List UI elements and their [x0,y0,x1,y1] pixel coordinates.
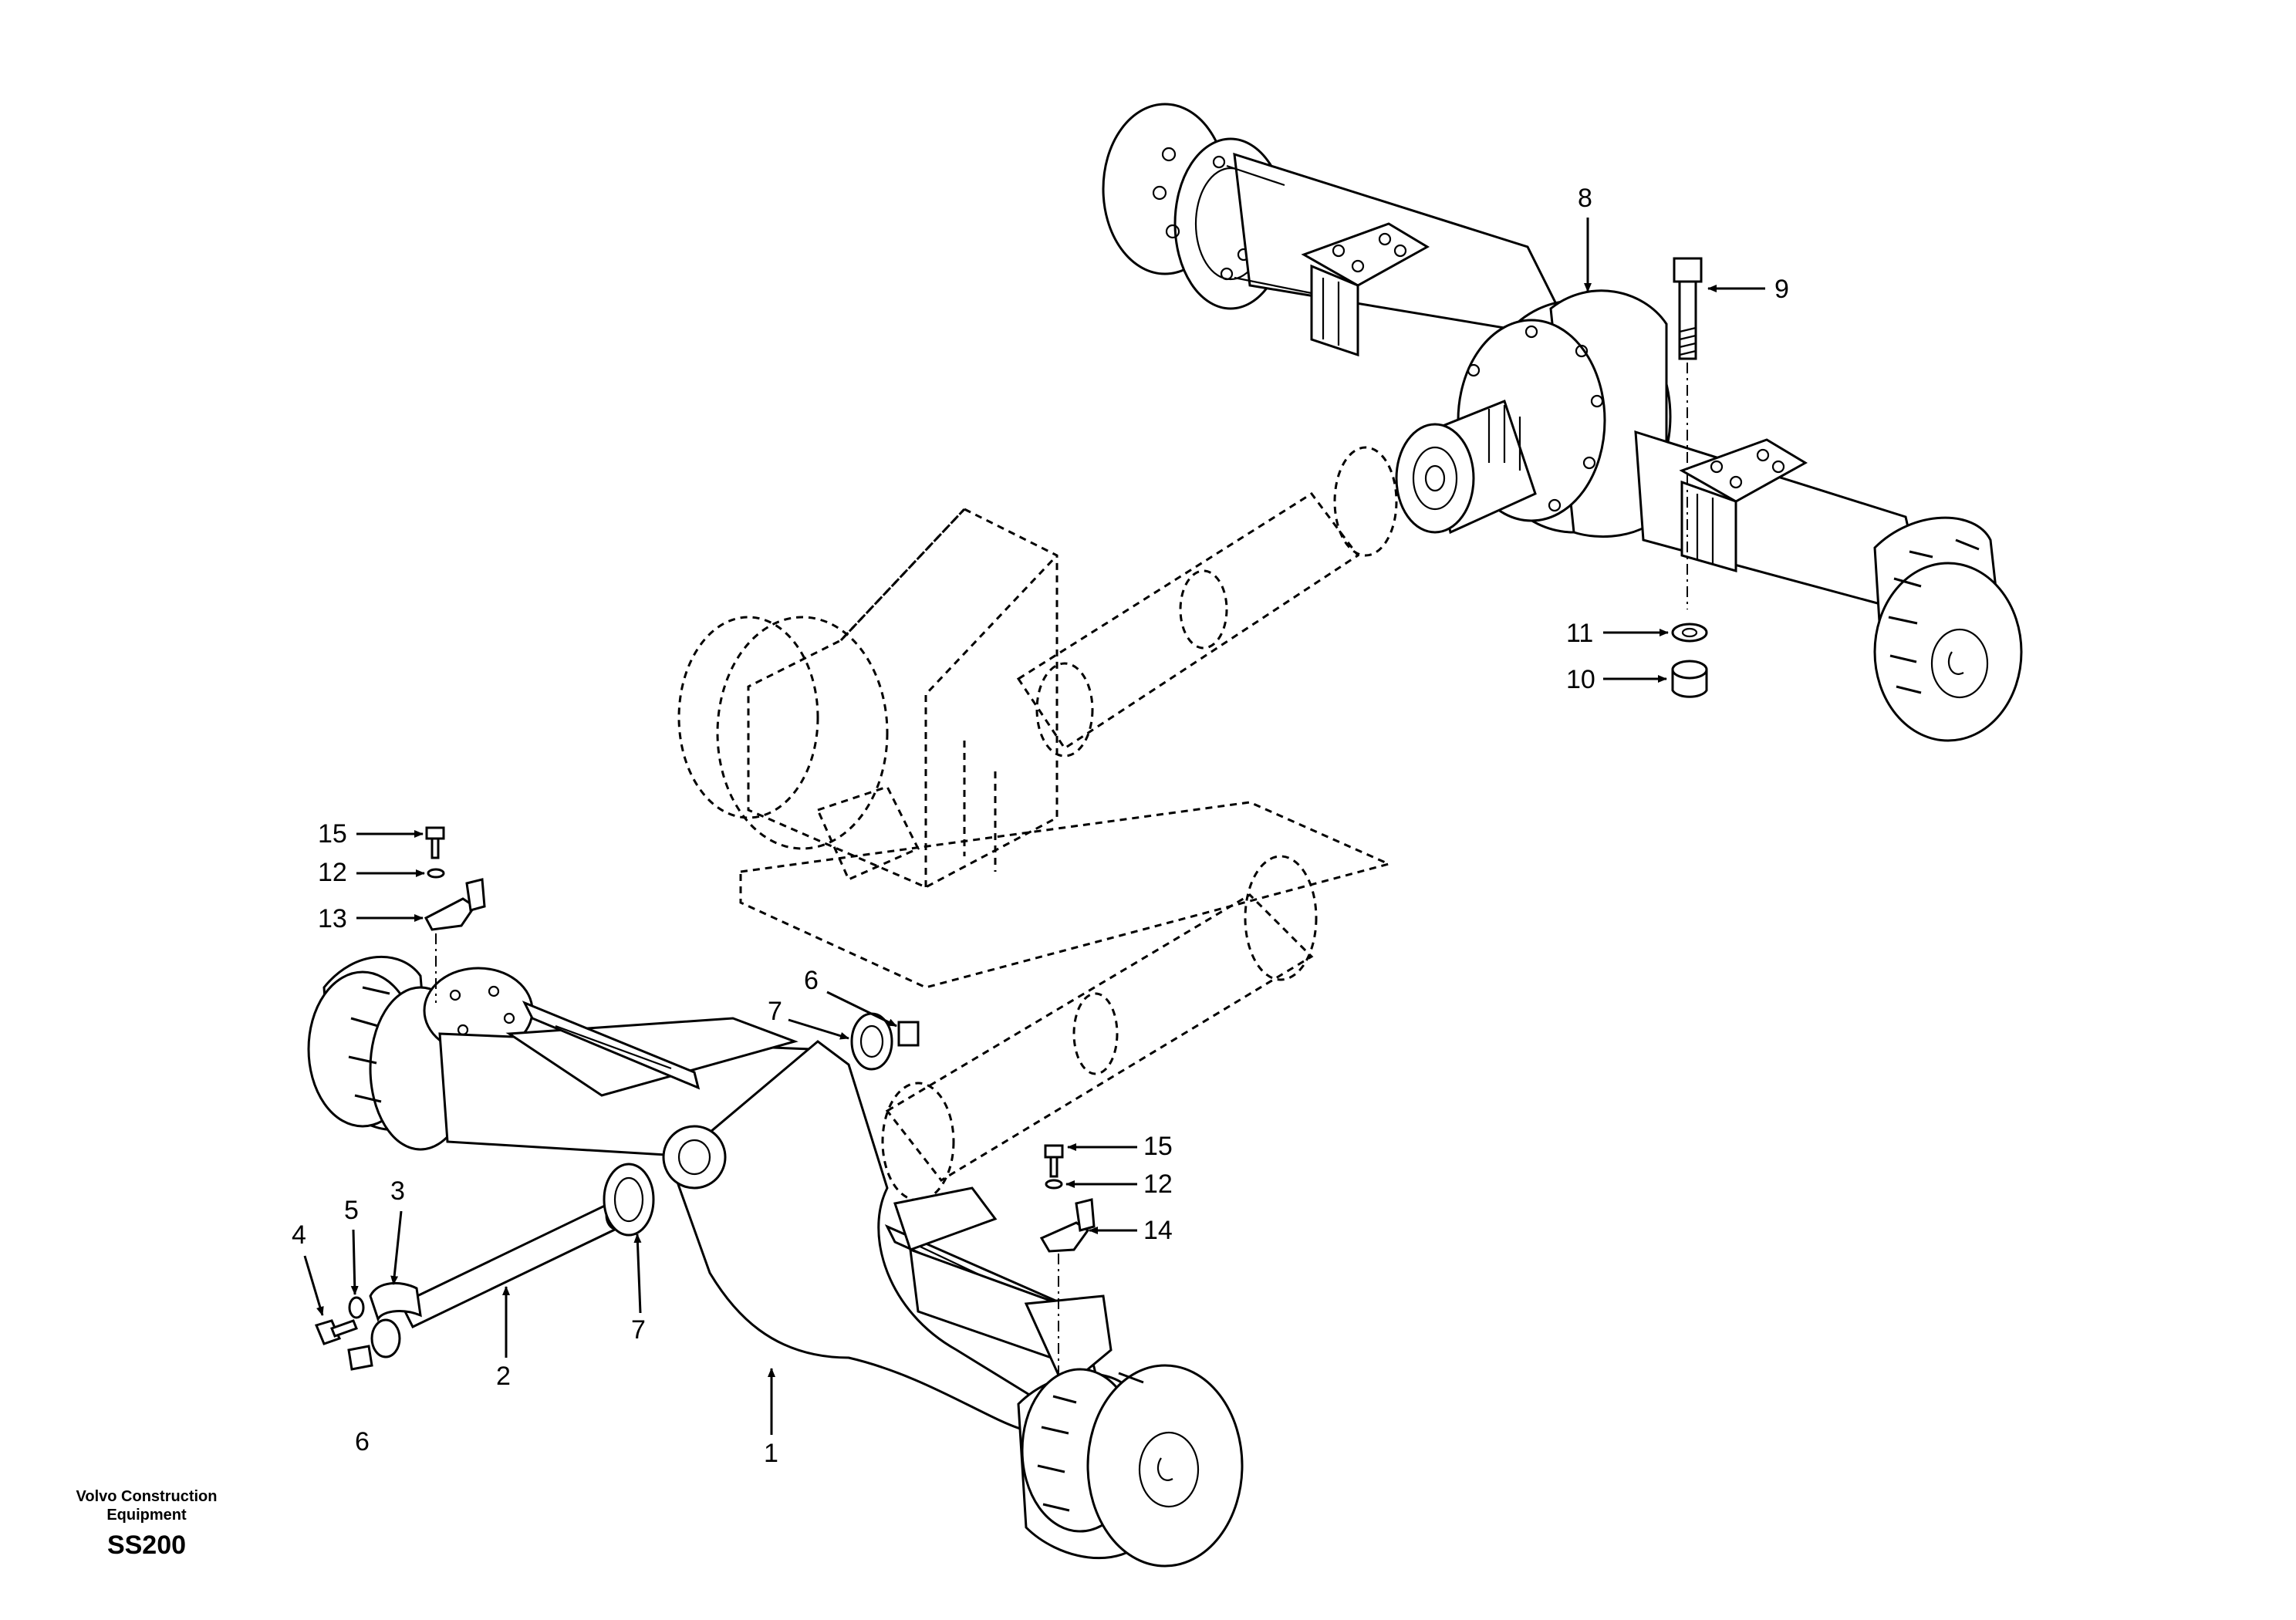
callout-1: 1 [764,1439,778,1468]
company-name-line2: Equipment [106,1507,187,1524]
callout-2: 2 [496,1362,511,1391]
callout-14: 14 [1143,1216,1173,1245]
callout-labels: 8 9 11 10 15 12 13 6 7 15 12 14 [292,184,1789,1468]
callout-13: 13 [318,904,347,933]
diagram-code: SS200 [106,1531,187,1560]
front-axle-assembly [307,826,1244,1568]
callout-3: 3 [390,1176,405,1206]
callout-10: 10 [1566,665,1595,694]
callout-12-upper: 12 [318,858,347,887]
callout-12-right: 12 [1143,1169,1173,1199]
callout-7-upper: 7 [768,997,782,1026]
callout-9: 9 [1774,275,1789,304]
callout-5: 5 [344,1196,359,1225]
callout-15-upper: 15 [318,819,347,849]
rear-axle-assembly [1102,103,2023,742]
company-name-line1: Volvo Construction [76,1488,218,1505]
callout-4: 4 [292,1220,306,1250]
callout-11: 11 [1566,619,1593,648]
callout-7-lower: 7 [631,1315,646,1345]
callout-6-upper: 6 [804,966,819,995]
callout-6-lower: 6 [355,1427,370,1456]
callout-8: 8 [1578,184,1592,213]
transmission-and-shafts-reference [677,446,1398,1202]
footer-block: Volvo Construction Equipment SS200 [31,1487,262,1561]
callout-15-right: 15 [1143,1132,1173,1161]
